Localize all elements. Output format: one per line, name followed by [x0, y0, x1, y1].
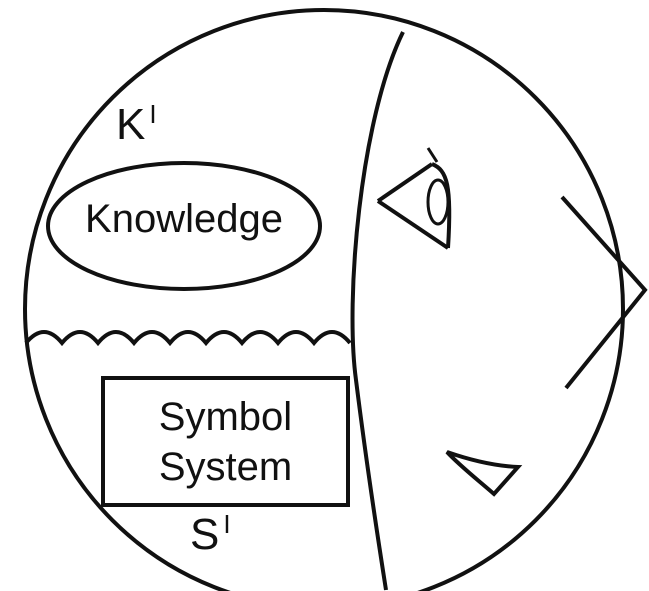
s-prime-mark: I — [223, 509, 230, 539]
s-letter: S — [190, 510, 219, 559]
k-letter: K — [116, 100, 145, 149]
symbol-system-label: Symbol System — [103, 378, 348, 505]
symbol-line: Symbol — [159, 397, 292, 437]
k-prime-mark: I — [149, 99, 156, 129]
knowledge-label: Knowledge — [48, 199, 320, 239]
eye-icon — [378, 148, 449, 248]
wavy-boundary — [26, 332, 350, 343]
face-profile — [353, 32, 403, 590]
mouth-shape — [447, 452, 518, 494]
nose-shape — [562, 197, 645, 388]
system-line: System — [159, 447, 292, 487]
